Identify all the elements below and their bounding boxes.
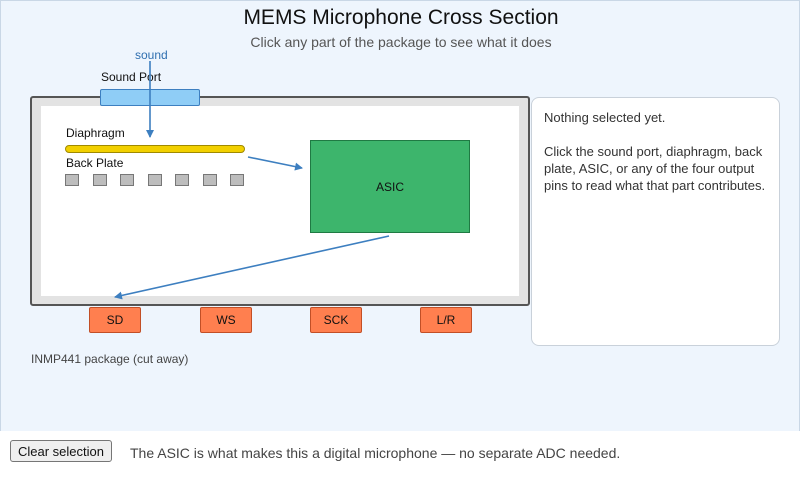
sound-port-label: Sound Port bbox=[101, 70, 162, 84]
back-plate-hole bbox=[65, 174, 79, 186]
sound-label: sound bbox=[135, 48, 168, 62]
package-caption: INMP441 package (cut away) bbox=[31, 352, 189, 366]
pin-label: SCK bbox=[323, 313, 349, 327]
pin-lr[interactable]: L/R bbox=[420, 307, 472, 333]
page-subtitle: Click any part of the package to see wha… bbox=[250, 34, 552, 50]
back-plate-label: Back Plate bbox=[66, 156, 124, 170]
pin-label: WS bbox=[216, 313, 236, 327]
pin-label: SD bbox=[106, 313, 124, 327]
back-plate-hole bbox=[230, 174, 244, 186]
sound-port[interactable] bbox=[100, 89, 200, 106]
clear-selection-button[interactable]: Clear selection bbox=[10, 440, 112, 462]
asic-label: ASIC bbox=[375, 179, 404, 194]
back-plate-hole bbox=[175, 174, 189, 186]
bottom-bar: Clear selection The ASIC is what makes t… bbox=[0, 431, 800, 482]
pin-ws[interactable]: WS bbox=[200, 307, 252, 333]
info-heading: Nothing selected yet. bbox=[544, 110, 666, 125]
info-body: Click the sound port, diaphragm, back pl… bbox=[544, 144, 766, 193]
diaphragm[interactable] bbox=[65, 145, 245, 153]
diaphragm-label: Diaphragm bbox=[66, 126, 125, 140]
pin-label: L/R bbox=[436, 313, 456, 327]
asic-chip[interactable]: ASIC bbox=[310, 140, 470, 233]
back-plate[interactable] bbox=[65, 174, 249, 188]
page-title: MEMS Microphone Cross Section bbox=[243, 6, 559, 29]
back-plate-hole bbox=[92, 174, 107, 186]
diagram-area: MEMS Microphone Cross Section Click any … bbox=[0, 0, 800, 432]
back-plate-hole bbox=[147, 174, 162, 186]
pin-sck[interactable]: SCK bbox=[310, 307, 362, 333]
footer-note: The ASIC is what makes this a digital mi… bbox=[130, 445, 621, 461]
back-plate-hole bbox=[120, 174, 134, 186]
back-plate-hole bbox=[202, 174, 217, 186]
pin-sd[interactable]: SD bbox=[89, 307, 141, 333]
info-panel: Nothing selected yet. Click the sound po… bbox=[531, 97, 780, 346]
